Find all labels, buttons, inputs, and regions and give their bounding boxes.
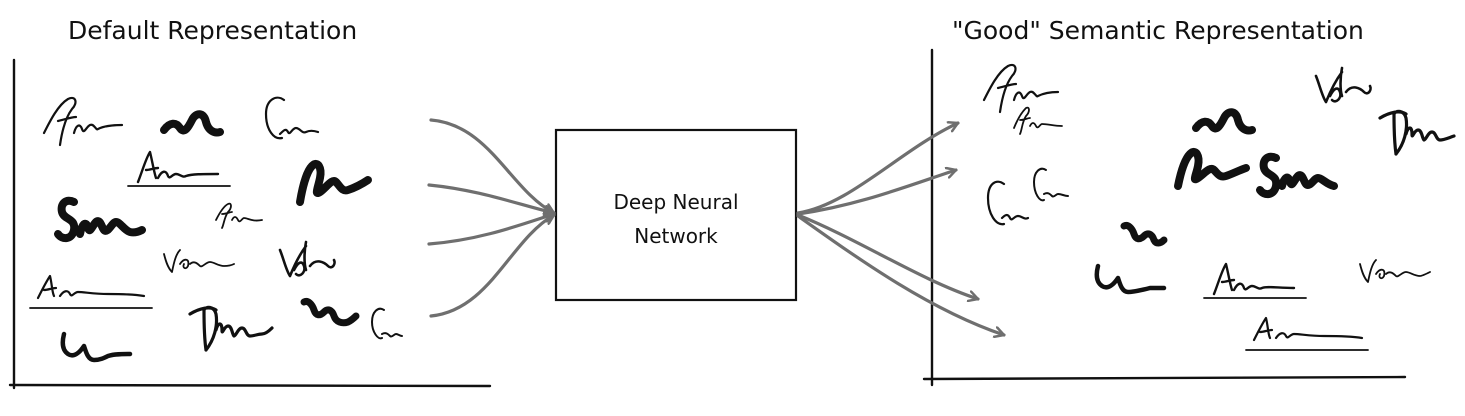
input-arrow-4 bbox=[429, 213, 556, 318]
right-panel-title: "Good" Semantic Representation bbox=[952, 16, 1364, 45]
left-panel-title: Default Representation bbox=[68, 16, 357, 45]
output-arrow-1 bbox=[796, 123, 960, 215]
network-box-line1: Deep Neural bbox=[613, 190, 738, 214]
thick-sm-signature bbox=[1256, 152, 1338, 199]
vd-signature bbox=[1314, 66, 1372, 104]
vean-signature bbox=[1359, 259, 1431, 283]
thick-squiggle-signature bbox=[1120, 222, 1168, 247]
output-arrow-4 bbox=[796, 214, 1006, 335]
input-arrow-3 bbox=[427, 214, 556, 246]
underlined-ahsa-signature bbox=[1203, 262, 1307, 299]
network-box-line2: Network bbox=[634, 224, 718, 248]
input-arrow-2 bbox=[427, 183, 556, 213]
right-axes bbox=[922, 48, 1407, 387]
thick-n-signature bbox=[296, 160, 372, 206]
underlined-ahsa-signature bbox=[127, 150, 231, 187]
small-c-signature bbox=[371, 307, 403, 340]
vean-signature bbox=[163, 249, 235, 273]
output-arrow-2 bbox=[796, 170, 958, 216]
dmn-signature bbox=[1378, 109, 1456, 156]
thick-squiggle-signature bbox=[300, 298, 360, 327]
underlined-aa-signature bbox=[29, 274, 153, 309]
right-signature-clusters bbox=[982, 63, 1456, 351]
left-signature-scatter bbox=[29, 96, 403, 363]
vd-signature bbox=[278, 240, 336, 278]
thick-n-signature bbox=[1174, 148, 1250, 190]
small-f-signature bbox=[215, 202, 263, 229]
loopy-f-signature bbox=[42, 96, 124, 147]
cursive-c-signature bbox=[264, 96, 320, 140]
cursive-c-signature bbox=[986, 180, 1030, 226]
output-arrow-3 bbox=[796, 213, 980, 299]
thick-wave-signature bbox=[160, 110, 224, 137]
input-arrows bbox=[427, 118, 556, 318]
thick-sm-signature bbox=[54, 196, 146, 243]
underlined-aa-signature bbox=[1245, 316, 1369, 351]
lz-signature bbox=[1094, 263, 1167, 295]
left-x-axis bbox=[8, 383, 492, 388]
output-arrows bbox=[796, 123, 1006, 335]
dmn-signature bbox=[188, 305, 274, 352]
loopy-f-signature bbox=[982, 63, 1060, 114]
small-c-signature bbox=[1033, 167, 1069, 202]
deep-neural-network-box: Deep Neural Network bbox=[554, 128, 798, 302]
lz-signature bbox=[60, 331, 133, 363]
input-arrow-1 bbox=[429, 118, 556, 215]
left-axes bbox=[8, 58, 492, 390]
small-f-signature bbox=[1013, 106, 1063, 135]
thick-wave-signature bbox=[1192, 108, 1256, 135]
right-x-axis bbox=[922, 375, 1407, 381]
network-box-outline bbox=[554, 128, 798, 302]
